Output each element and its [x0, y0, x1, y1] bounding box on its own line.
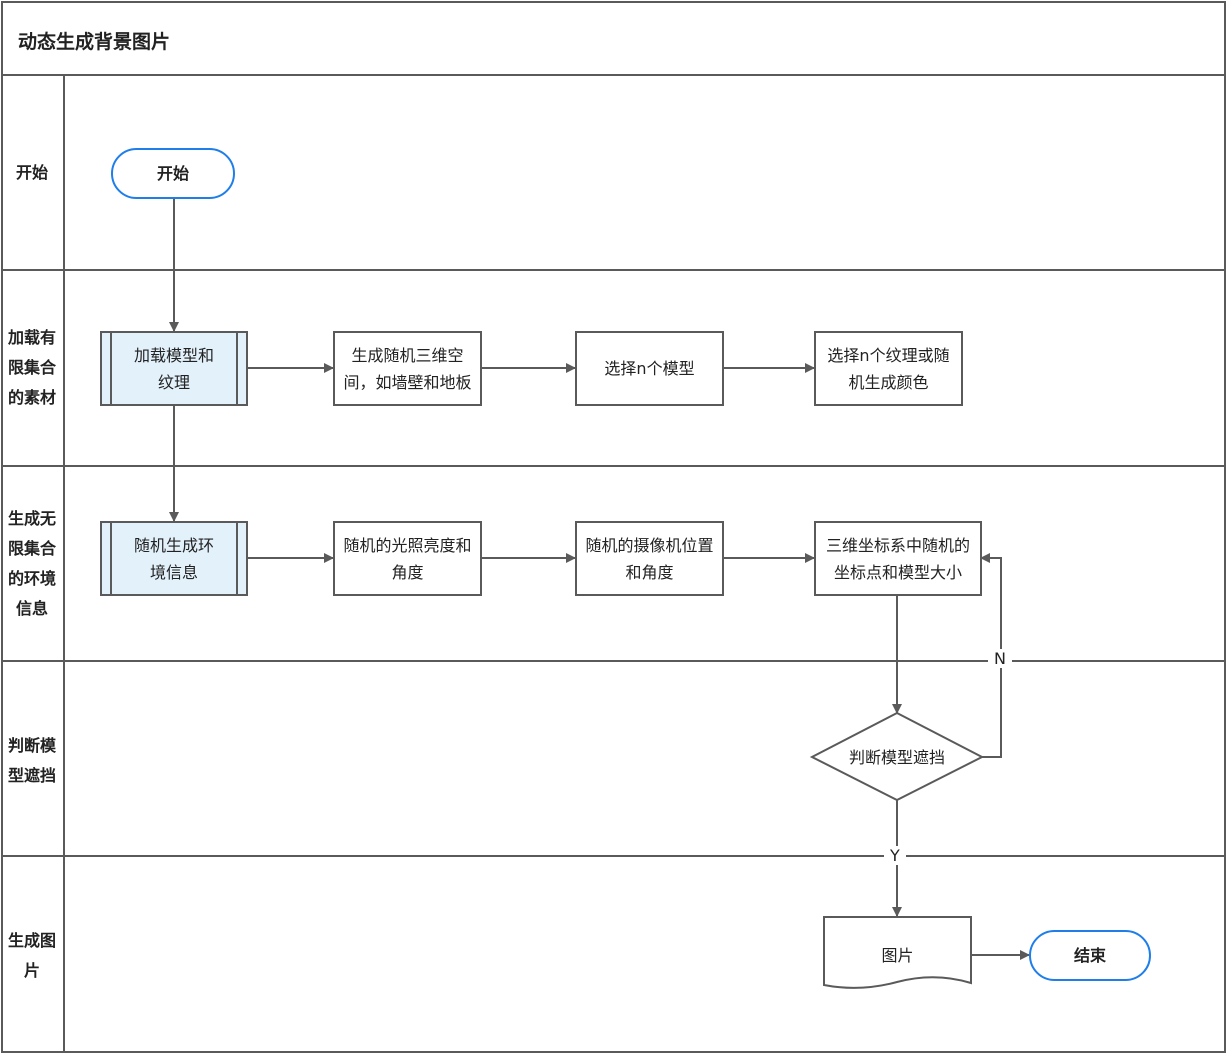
end-node: 结束: [1029, 930, 1151, 981]
decision-diamond: [809, 711, 985, 802]
start-node: 开始: [111, 148, 235, 199]
lane-label-image: 生成图 片: [7, 931, 56, 980]
document-shape: [823, 916, 972, 989]
lane-label-env: 生成无 限集合 的环境 信息: [7, 509, 56, 618]
select-textures-node: 选择n个纹理或随 机生成颜色: [814, 331, 963, 406]
lane-label-start: 开始: [15, 163, 48, 182]
gen-space-node: 生成随机三维空 间，如墙壁和地板: [333, 331, 482, 406]
random-light-node: 随机的光照亮度和 角度: [333, 521, 482, 596]
edge-label-no: N: [988, 649, 1012, 668]
lane-label-judge: 判断模 型遮挡: [7, 736, 56, 785]
edge-label-yes: Y: [884, 846, 906, 865]
lane-label-load: 加载有 限集合 的素材: [7, 328, 56, 407]
select-models-node: 选择n个模型: [575, 331, 724, 406]
random-camera-node: 随机的摄像机位置 和角度: [575, 521, 724, 596]
load-models-node: 加载模型和 纹理: [100, 331, 248, 406]
random-env-node: 随机生成环 境信息: [100, 521, 248, 596]
judge-occlusion-label: 判断模型遮挡: [848, 747, 945, 767]
diagram-title: 动态生成背景图片: [18, 31, 171, 53]
random-coords-node: 三维坐标系中随机的 坐标点和模型大小: [814, 521, 982, 596]
image-node-label: 图片: [881, 945, 914, 965]
